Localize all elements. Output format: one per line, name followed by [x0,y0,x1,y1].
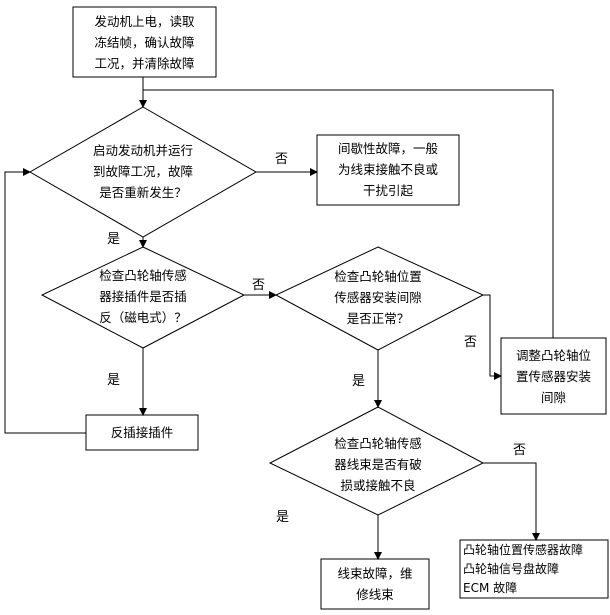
gap-yes-label: 是 [352,374,366,389]
restart-yes-label: 是 [107,232,121,247]
wiring-no-label: 否 [513,443,527,458]
wiring-check-text: 检查凸轮轴传感 器线束是否有破 损或接触不良 [334,436,422,493]
edge-wiring-no [483,462,540,541]
connector-yes-label: 是 [107,373,121,388]
reverse-connector-text: 反插接插件 [110,425,174,440]
connector-check-text: 检查凸轮轴传感 器接插件是否插 反（磁电式）？ [99,268,187,325]
wiring-fault-text: 线束故障，维 修线束 [337,566,413,602]
sensor-fault-box [459,539,609,599]
restart-no-label: 否 [275,152,289,167]
power-on-box [72,6,217,78]
restart-check-text: 启动发动机并运行 到故障工况，故障 是否重新发生？ [92,143,193,200]
gap-check-text: 检查凸轮轴位置 传感器安装间隙 是否正常？ [334,269,422,326]
wiring-yes-label: 是 [276,510,290,525]
gap-no-label: 否 [464,335,478,350]
edge-adjust-loop [143,89,554,338]
edge-gap-no [483,294,502,380]
connector-no-label: 否 [252,278,266,293]
edge-reverse-loop [4,168,86,434]
wiring-fault-box [320,558,430,610]
adjust-gap-text: 调整凸轮轴位 置传感器安装 间隙 [515,348,591,405]
adjust-gap-box [500,337,607,415]
sensor-fault-text: 凸轮轴位置传感器故障 凸轮轴信号盘故障 ECM 故障 [463,543,584,595]
intermittent-text: 间歇性故障，一般 为线束接触不良或 干扰引起 [337,141,438,198]
power-on-text: 发动机上电，读取 冻结帧，确认故障 工况，并清除故障 [94,14,195,71]
